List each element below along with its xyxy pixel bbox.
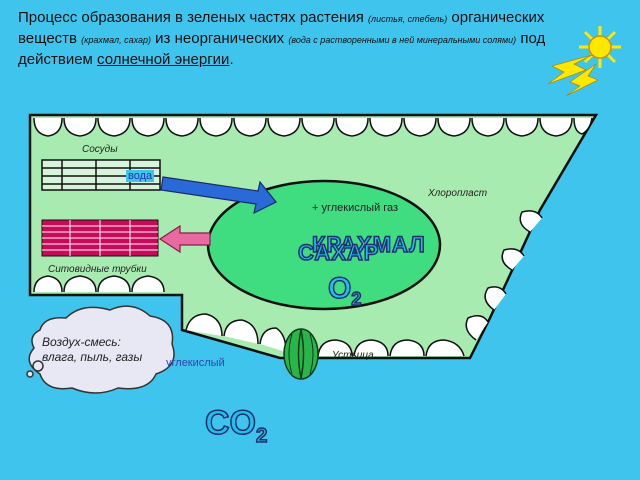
sieve-tubes xyxy=(41,219,159,257)
co2-symbol: CO xyxy=(204,403,257,443)
water-arrow-icon xyxy=(160,176,277,215)
title-note-2: (крахмал, сахар) xyxy=(81,35,151,45)
starch-label: КРАХМАЛ xyxy=(311,231,426,258)
lower-epidermis-cells xyxy=(33,210,543,357)
co2-inflow-label: углекислый xyxy=(166,357,225,369)
cloud-line-2: влага, пыль, газы xyxy=(42,350,143,364)
page-title: Процесс образования в зеленых частях рас… xyxy=(18,8,578,70)
sieve-tubes-label: Ситовидные трубки xyxy=(48,264,147,275)
title-note-3: (вода с растворенными в ней минеральными… xyxy=(288,35,517,45)
stoma-label: Устьица xyxy=(332,350,374,361)
co2-subscript: 2 xyxy=(255,424,268,448)
sunbeam-icon xyxy=(547,54,599,97)
title-text-1: Процесс образования в зеленых частях рас… xyxy=(18,9,364,26)
chloroplast-label: Хлоропласт xyxy=(428,188,488,199)
title-note-1: (листья, стебель) xyxy=(368,14,448,24)
oxygen-label: O2 xyxy=(327,271,363,310)
epidermis-cells xyxy=(33,117,593,137)
sugar-label: САХАР xyxy=(297,239,380,266)
co2-plus-label: + углекислый газ xyxy=(312,202,399,214)
vessels-label: Сосуды xyxy=(82,144,118,155)
title-text-4: под действием xyxy=(18,30,546,68)
title-text-3: из неорганических xyxy=(155,30,285,47)
title-text-2: органических веществ xyxy=(18,9,545,47)
title-period: . xyxy=(229,51,234,68)
air-cloud xyxy=(26,305,175,394)
stoma-icon xyxy=(283,328,319,380)
sun-icon xyxy=(579,26,621,68)
water-label: вода xyxy=(126,170,155,182)
cloud-line-1: Воздух-смесь: xyxy=(42,335,121,349)
sugar-arrow-icon xyxy=(158,224,211,254)
cloud-text: Воздух-смесь: влага, пыль, газы xyxy=(42,335,142,365)
co2-label: CO2 xyxy=(204,403,268,448)
oxygen-symbol: O xyxy=(327,271,352,306)
title-solar-energy: солнечной энергии xyxy=(97,51,230,68)
oxygen-subscript: 2 xyxy=(351,288,363,310)
